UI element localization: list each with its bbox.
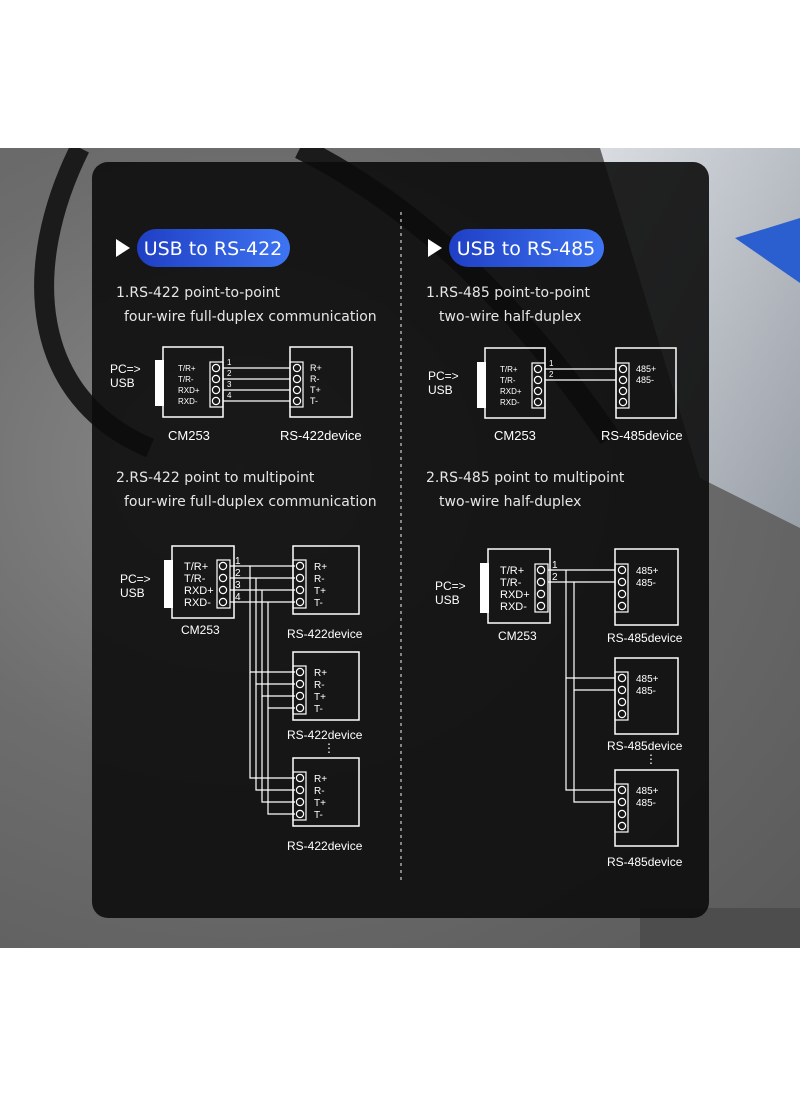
svg-text:R-: R- (310, 374, 320, 384)
svg-text:T-: T- (314, 598, 323, 609)
host-label: PC=> (110, 362, 141, 376)
badge-rs422 (137, 229, 290, 267)
svg-text:RXD-: RXD- (500, 601, 527, 613)
svg-text:4: 4 (227, 391, 232, 400)
svg-text:RXD+: RXD+ (500, 387, 522, 396)
svg-text:RXD-: RXD- (178, 397, 198, 406)
svg-text:T+: T+ (310, 385, 321, 395)
svg-text:485+: 485+ (636, 786, 659, 797)
section-subtitle: two-wire half-duplex (439, 309, 581, 325)
svg-text:T/R-: T/R- (500, 376, 516, 385)
svg-text:T/R+: T/R+ (500, 565, 524, 577)
play-arrow-icon (116, 239, 130, 257)
converter-name: CM253 (168, 428, 210, 443)
svg-text:3: 3 (235, 580, 241, 591)
svg-text:R+: R+ (314, 774, 327, 785)
converter-block (487, 548, 551, 624)
section-subtitle: four-wire full-duplex communication (124, 309, 377, 325)
device-name: RS-422device (280, 428, 362, 443)
svg-text:T/R+: T/R+ (184, 561, 208, 573)
badge-rs422-label: USB to RS-422 (144, 238, 283, 260)
svg-text:485+: 485+ (636, 566, 659, 577)
section-subtitle: two-wire half-duplex (439, 494, 581, 510)
svg-text:R+: R+ (314, 668, 327, 679)
svg-text:RXD+: RXD+ (178, 386, 200, 395)
svg-text:PC=>: PC=> (435, 579, 466, 593)
svg-text:R-: R- (314, 574, 325, 585)
host-label: USB (110, 376, 135, 390)
svg-text:USB: USB (428, 383, 453, 397)
svg-text:PC=>: PC=> (428, 369, 459, 383)
section-subtitle: four-wire full-duplex communication (124, 494, 377, 510)
svg-text:4: 4 (235, 592, 241, 603)
svg-text:T/R+: T/R+ (500, 365, 518, 374)
svg-text:3: 3 (227, 380, 232, 389)
svg-text:PC=>: PC=> (120, 572, 151, 586)
device-name: RS-485device (607, 631, 683, 645)
svg-text:2: 2 (549, 370, 554, 379)
device-name: RS-422device (287, 627, 363, 641)
converter-name: CM253 (498, 629, 537, 643)
svg-text:T+: T+ (314, 798, 326, 809)
device-name: RS-485device (601, 428, 683, 443)
svg-text:485-: 485- (636, 578, 656, 589)
svg-text:USB: USB (120, 586, 145, 600)
svg-text:1: 1 (227, 358, 232, 367)
svg-text:T+: T+ (314, 586, 326, 597)
svg-text:T/R-: T/R- (184, 573, 206, 585)
section-title: 1.RS-485 point-to-point (426, 285, 591, 301)
device-name: RS-485device (607, 739, 683, 753)
device-name: RS-485device (607, 855, 683, 869)
svg-text:485+: 485+ (636, 364, 656, 374)
svg-text:485+: 485+ (636, 674, 659, 685)
svg-text:R-: R- (314, 680, 325, 691)
svg-text:485-: 485- (636, 375, 654, 385)
svg-text:RXD-: RXD- (500, 398, 520, 407)
svg-text:RXD+: RXD+ (500, 589, 530, 601)
badge-rs485 (449, 229, 604, 267)
section-title: 1.RS-422 point-to-point (116, 285, 281, 301)
converter-name: CM253 (181, 623, 220, 637)
converter-name: CM253 (494, 428, 536, 443)
svg-text:T/R+: T/R+ (178, 364, 196, 373)
svg-text:RXD-: RXD- (184, 597, 211, 609)
section-title: 2.RS-422 point to multipoint (116, 470, 315, 486)
section-title: 2.RS-485 point to multipoint (426, 470, 625, 486)
svg-text:R-: R- (314, 786, 325, 797)
play-arrow-icon (428, 239, 442, 257)
svg-text:T/R-: T/R- (178, 375, 194, 384)
svg-text:2: 2 (235, 568, 241, 579)
svg-text:T-: T- (314, 810, 323, 821)
svg-text:1: 1 (552, 560, 558, 571)
ellipsis: ⋮ (323, 741, 335, 755)
svg-text:USB: USB (435, 593, 460, 607)
svg-text:T-: T- (310, 396, 318, 406)
svg-text:485-: 485- (636, 798, 656, 809)
device-name: RS-422device (287, 839, 363, 853)
svg-text:485-: 485- (636, 686, 656, 697)
diagram-panel (92, 162, 709, 918)
svg-text:1: 1 (549, 359, 554, 368)
converter-block (171, 545, 235, 619)
svg-text:2: 2 (227, 369, 232, 378)
svg-text:2: 2 (552, 572, 558, 583)
svg-text:R+: R+ (310, 363, 322, 373)
svg-text:T-: T- (314, 704, 323, 715)
svg-text:T+: T+ (314, 692, 326, 703)
device-name: RS-422device (287, 728, 363, 742)
ellipsis: ⋮ (645, 752, 657, 766)
svg-text:1: 1 (235, 556, 241, 567)
svg-text:RXD+: RXD+ (184, 585, 214, 597)
badge-rs485-label: USB to RS-485 (457, 238, 596, 260)
svg-text:T/R-: T/R- (500, 577, 522, 589)
svg-text:R+: R+ (314, 562, 327, 573)
